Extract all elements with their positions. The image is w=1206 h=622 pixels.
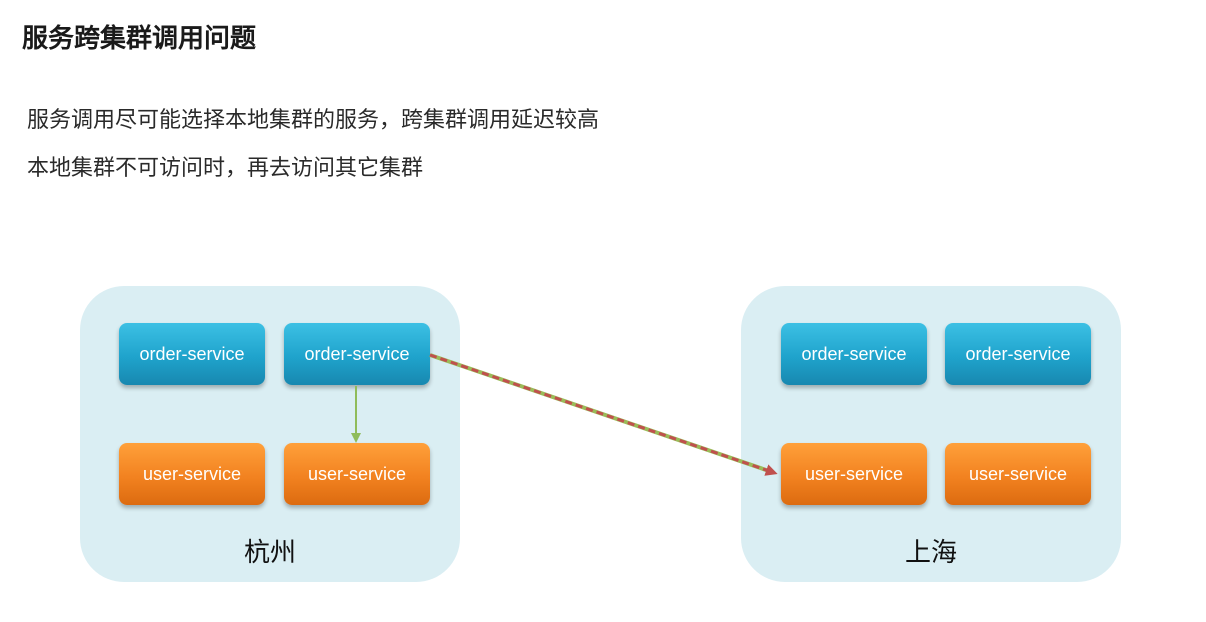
shanghai-order-service-1: order-service <box>781 323 927 385</box>
hangzhou-user-service-2: user-service <box>284 443 430 505</box>
cross-cluster-arrow <box>429 353 778 476</box>
shanghai-order-service-2: order-service <box>945 323 1091 385</box>
hangzhou-order-service-2: order-service <box>284 323 430 385</box>
description-line-2: 本地集群不可访问时，再去访问其它集群 <box>27 156 424 181</box>
cluster-label-shanghai: 上海 <box>904 538 957 568</box>
cross-cluster-arrow-base <box>429 353 773 474</box>
shanghai-user-service-2: user-service <box>945 443 1091 505</box>
hangzhou-user-service-1: user-service <box>119 443 265 505</box>
description-line-1: 服务调用尽可能选择本地集群的服务，跨集群调用延迟较高 <box>27 108 600 133</box>
cluster-label-hangzhou: 杭州 <box>243 538 296 568</box>
shanghai-user-service-1: user-service <box>781 443 927 505</box>
hangzhou-order-service-1: order-service <box>119 323 265 385</box>
page-title: 服务跨集群调用问题 <box>22 24 257 54</box>
